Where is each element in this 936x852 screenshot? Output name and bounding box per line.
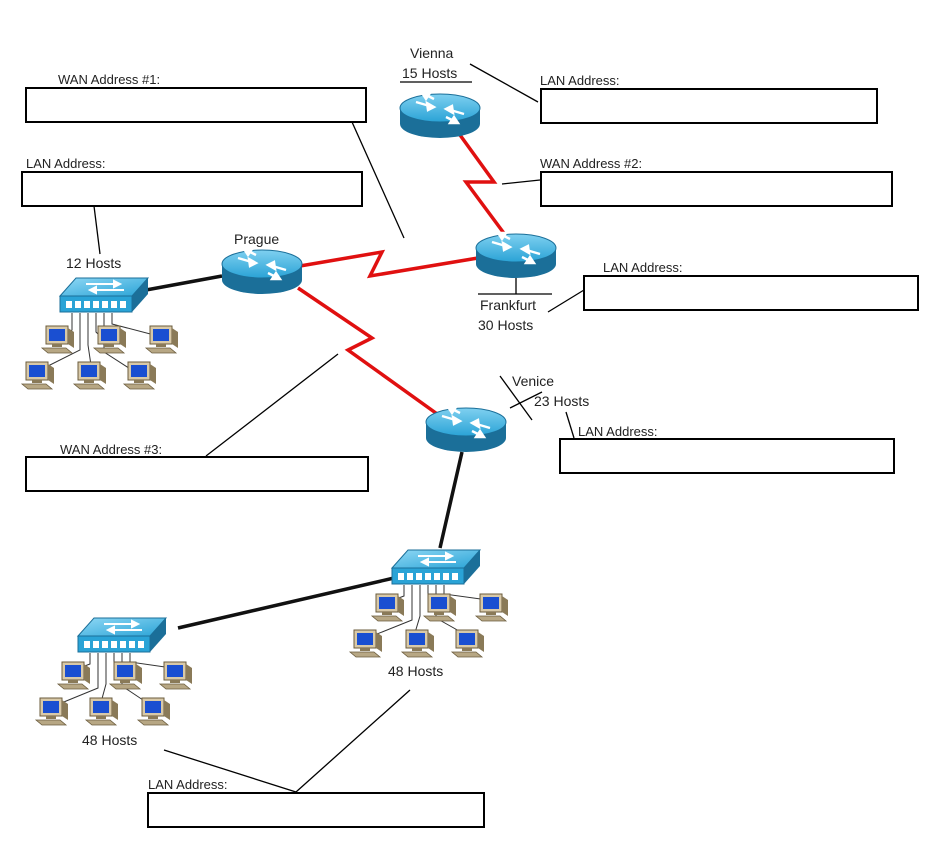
pc-icon — [109, 661, 143, 690]
box-label-prague-lan: LAN Address: — [26, 156, 106, 171]
leader-venice-lan-a — [509, 391, 543, 409]
hosts-label-vienna: 15 Hosts — [402, 65, 457, 81]
hosts-label-prague: 12 Hosts — [66, 255, 121, 271]
leader-vienna-lan — [469, 63, 539, 103]
link-switch-switch — [177, 576, 395, 630]
router-icon — [398, 91, 482, 140]
leader-wan2 — [501, 179, 541, 185]
router-icon — [474, 231, 558, 280]
pc-icon — [423, 593, 457, 622]
router-label-vienna: Vienna — [410, 45, 454, 61]
pc-icon — [123, 361, 157, 390]
box-label-wan1: WAN Address #1: — [58, 72, 160, 87]
box-label-wan3: WAN Address #3: — [60, 442, 162, 457]
hosts-label-venice-lan-a: 48 Hosts — [388, 663, 443, 679]
box-label-wan2: WAN Address #2: — [540, 156, 642, 171]
hosts-label-venice: 23 Hosts — [534, 393, 589, 409]
switch-icon — [391, 549, 481, 585]
router-label-frankfurt: Frankfurt — [480, 297, 536, 313]
pc-icon — [371, 593, 405, 622]
bottom-lan-address-field[interactable] — [147, 792, 485, 828]
router-vienna[interactable] — [398, 91, 482, 140]
wan1-address-field[interactable] — [25, 87, 367, 123]
link-venice-switch — [438, 451, 464, 549]
pc-icon — [349, 629, 383, 658]
pc-icon — [41, 325, 75, 354]
router-icon — [424, 405, 508, 454]
router-label-venice: Venice — [512, 373, 554, 389]
wan3-address-field[interactable] — [25, 456, 369, 492]
pc-icon — [159, 661, 193, 690]
link-prague-switch — [145, 274, 223, 292]
switch-venice-lan-a[interactable] — [391, 549, 481, 585]
leader-venice-slash — [499, 375, 533, 421]
leader-wan3 — [205, 353, 339, 457]
wan-link-prague-frankfurt — [299, 249, 479, 279]
router-label-prague: Prague — [234, 231, 279, 247]
wan-link-vienna-frankfurt — [458, 133, 508, 238]
wan-link-prague-venice — [297, 286, 442, 418]
router-icon — [220, 247, 304, 296]
leader-wan1 — [351, 121, 405, 239]
pc-icon — [401, 629, 435, 658]
leader-venice-lan-b — [565, 411, 575, 439]
frankfurt-lan-address-field[interactable] — [583, 275, 919, 311]
venice-lan-address-field[interactable] — [559, 438, 895, 474]
router-venice[interactable] — [424, 405, 508, 454]
pc-icon — [137, 697, 171, 726]
box-label-bottom-lan: LAN Address: — [148, 777, 228, 792]
leader-prague-lan — [93, 205, 101, 255]
leader-frankfurt-lan — [547, 289, 585, 313]
box-label-vienna-lan: LAN Address: — [540, 73, 620, 88]
pc-icon — [73, 361, 107, 390]
pc-icon — [451, 629, 485, 658]
switch-icon — [77, 617, 167, 653]
router-frankfurt[interactable] — [474, 231, 558, 280]
switch-venice-lan-b[interactable] — [77, 617, 167, 653]
hosts-label-frankfurt: 30 Hosts — [478, 317, 533, 333]
pc-icon — [85, 697, 119, 726]
box-label-venice-lan: LAN Address: — [578, 424, 658, 439]
hosts-label-venice-lan-b: 48 Hosts — [82, 732, 137, 748]
wan2-address-field[interactable] — [540, 171, 893, 207]
switch-icon — [59, 277, 149, 313]
pc-icon — [475, 593, 509, 622]
vienna-lan-address-field[interactable] — [540, 88, 878, 124]
pc-icon — [93, 325, 127, 354]
router-prague[interactable] — [220, 247, 304, 296]
pc-icon — [35, 697, 69, 726]
switch-prague-lan[interactable] — [59, 277, 149, 313]
box-label-frankfurt-lan: LAN Address: — [603, 260, 683, 275]
prague-lan-address-field[interactable] — [21, 171, 363, 207]
pc-icon — [21, 361, 55, 390]
pc-icon — [57, 661, 91, 690]
pc-icon — [145, 325, 179, 354]
